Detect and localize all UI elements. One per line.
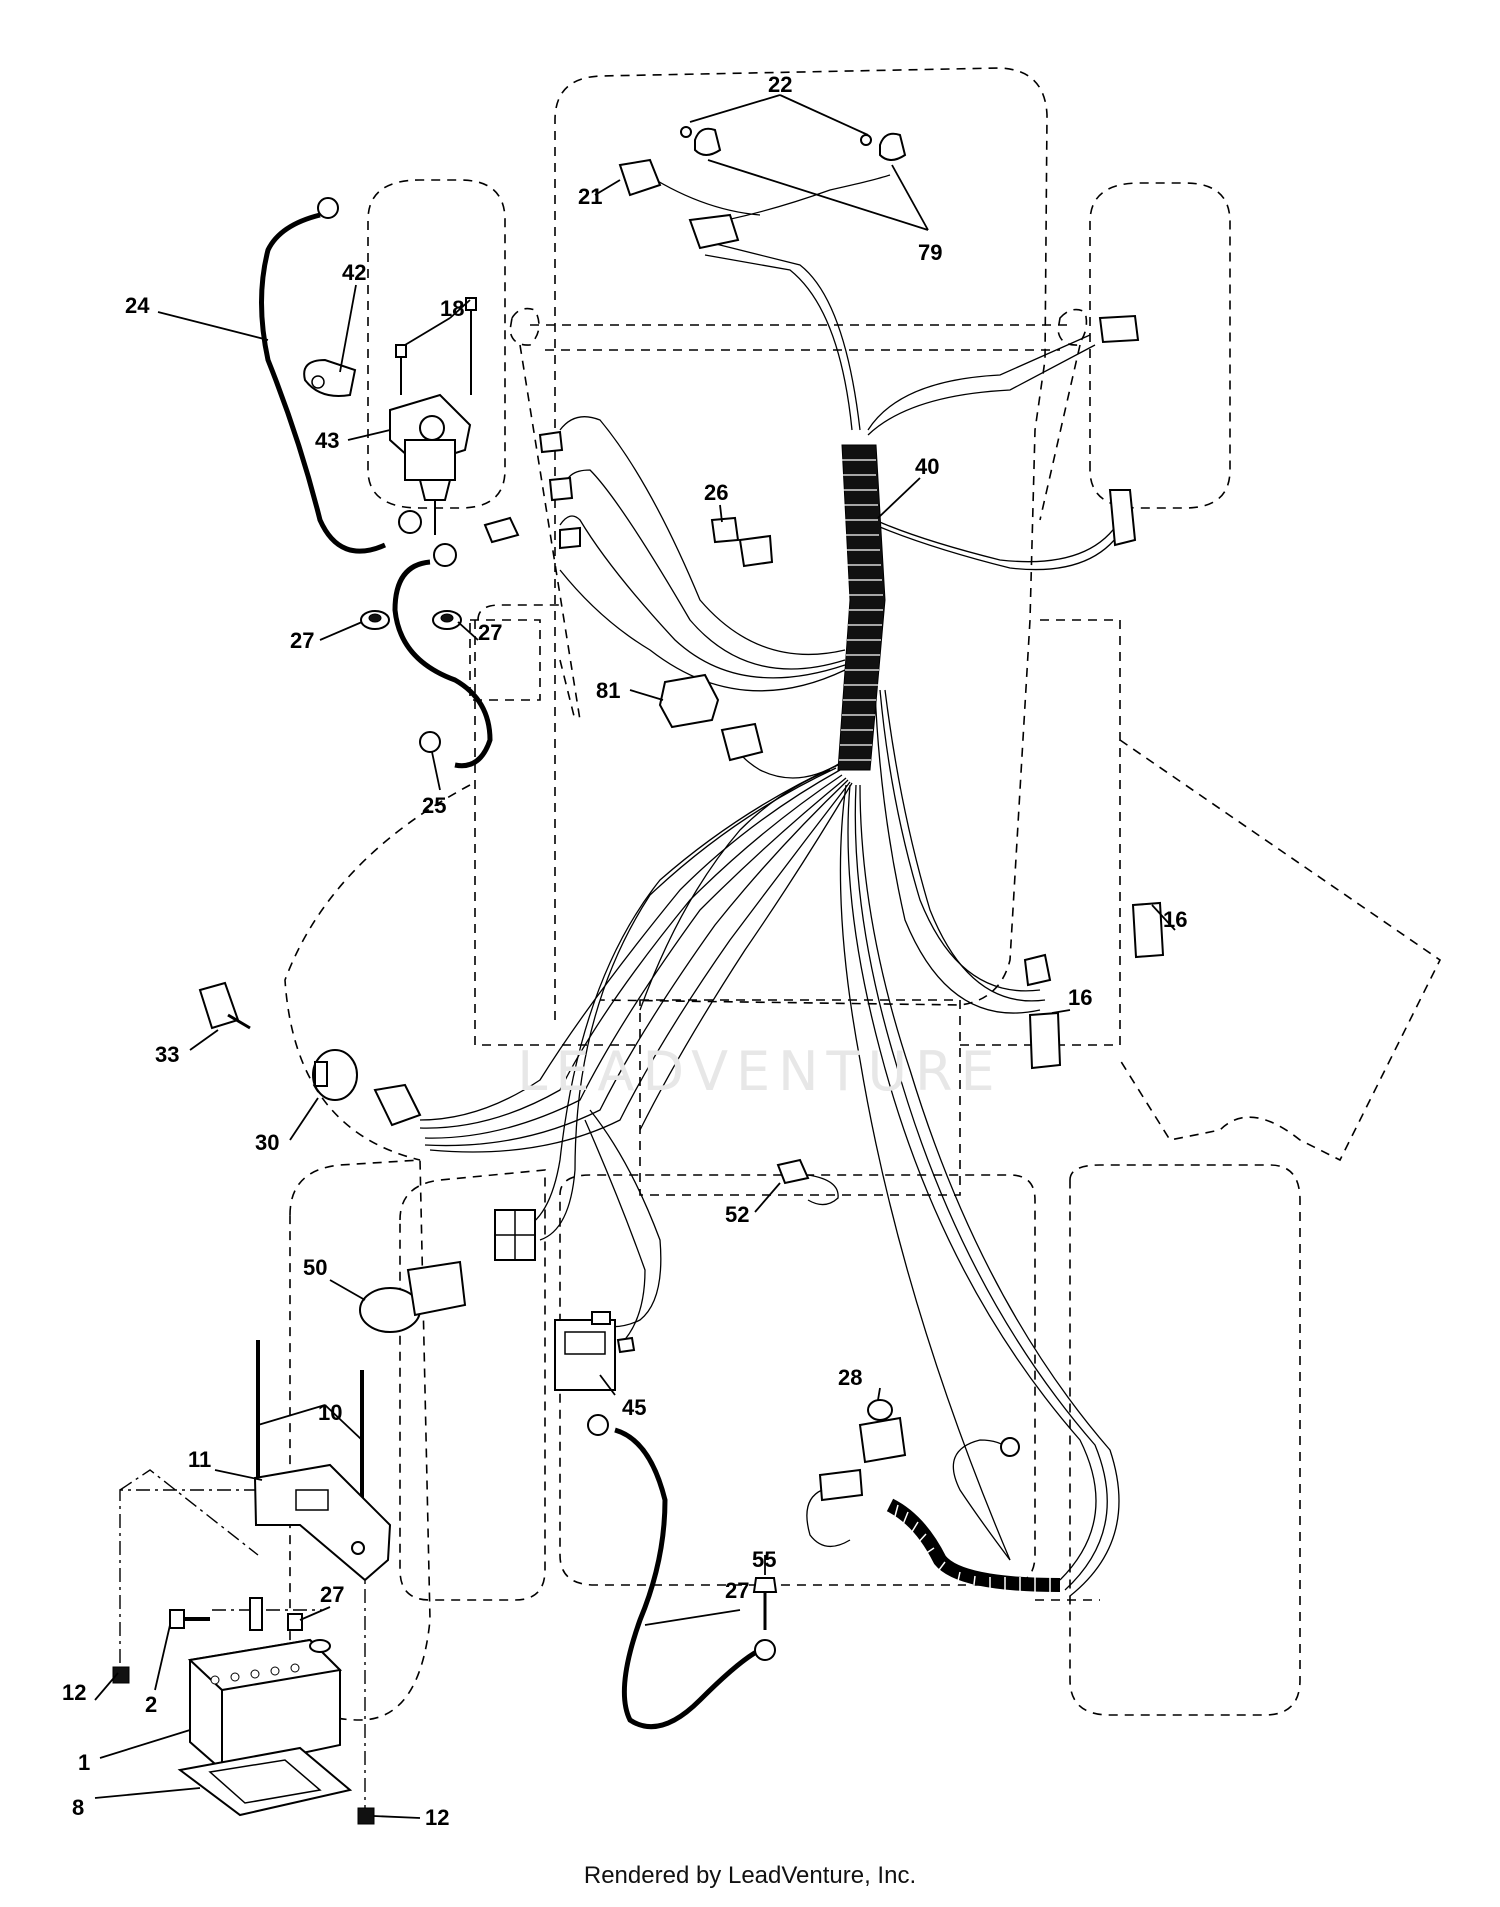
callout-1: 1 xyxy=(78,1750,90,1775)
callout-81: 81 xyxy=(596,678,620,703)
hour-meter-icon xyxy=(554,1311,636,1391)
footer-credit: Rendered by LeadVenture, Inc. xyxy=(583,1862,917,1889)
callout-42: 42 xyxy=(342,260,366,285)
callout-45: 45 xyxy=(622,1395,646,1420)
ground-bolt-icon xyxy=(752,1577,778,1630)
key-icon xyxy=(198,981,251,1030)
headlight-connector-icon xyxy=(618,126,1140,547)
callout-33: 33 xyxy=(155,1042,179,1067)
ring-terminal-icon xyxy=(317,197,1020,1661)
callout-18: 18 xyxy=(440,296,464,321)
ignition-switch-icon xyxy=(312,1049,422,1127)
nut-icon xyxy=(287,610,462,1631)
callout-11: 11 xyxy=(188,1447,211,1472)
battery-icon xyxy=(187,1638,343,1772)
wire-loom xyxy=(837,444,886,771)
switch-plunger-icon xyxy=(806,1399,907,1547)
hold-down-bracket-icon xyxy=(253,1463,392,1582)
callout-26: 26 xyxy=(704,480,728,505)
callout-50: 50 xyxy=(303,1255,327,1280)
relay-icon xyxy=(658,673,764,762)
callout-10: 10 xyxy=(318,1400,342,1425)
terminal-boot-icon xyxy=(303,358,357,397)
fuse-holder-icon xyxy=(710,516,774,568)
harness-plug-icon xyxy=(494,1209,536,1261)
callout-27b: 27 xyxy=(478,620,502,645)
diode-connector-icon xyxy=(776,1158,839,1206)
hold-down-rod-icon xyxy=(256,1340,364,1520)
callout-55: 55 xyxy=(752,1547,776,1572)
callout-25: 25 xyxy=(422,793,446,818)
callout-79: 79 xyxy=(918,240,942,265)
watermark: LEADVENTURE xyxy=(517,1040,1003,1103)
starter-solenoid-icon xyxy=(389,393,472,535)
seat-switch-connector-icon xyxy=(1023,901,1165,1070)
callout-12a: 12 xyxy=(62,1680,86,1705)
callout-27a: 27 xyxy=(290,628,314,653)
callout-27-battery: 27 xyxy=(320,1582,344,1607)
callout-labels: 22 21 79 24 42 18 43 40 26 27 27 81 25 1… xyxy=(62,72,1187,1830)
bolt-icon xyxy=(395,297,477,395)
battery-cables xyxy=(259,204,762,1730)
callout-16a: 16 xyxy=(1163,907,1187,932)
callout-29: 28 xyxy=(838,1365,862,1390)
callout-8: 8 xyxy=(72,1795,84,1820)
battery-bolt-icon xyxy=(169,1597,263,1631)
battery-mount-lines xyxy=(119,1469,366,1810)
callout-43: 43 xyxy=(315,428,339,453)
battery-tray-icon xyxy=(177,1746,353,1817)
callout-leaders xyxy=(94,94,1176,1819)
coiled-cord xyxy=(886,1498,1061,1594)
callout-30: 30 xyxy=(255,1130,279,1155)
callout-24: 24 xyxy=(125,293,150,318)
callout-40: 40 xyxy=(915,454,939,479)
callout-16b: 16 xyxy=(1068,985,1092,1010)
callout-22: 22 xyxy=(768,72,792,97)
callout-21: 21 xyxy=(578,184,602,209)
callout-2: 2 xyxy=(145,1692,157,1717)
callout-52: 52 xyxy=(725,1202,749,1227)
pto-switch-icon xyxy=(359,1260,467,1333)
callout-12b: 12 xyxy=(425,1805,449,1830)
spade-connector-icon xyxy=(483,430,581,550)
callout-28: 27 xyxy=(725,1578,749,1603)
wire-harness xyxy=(419,169,1126,1597)
